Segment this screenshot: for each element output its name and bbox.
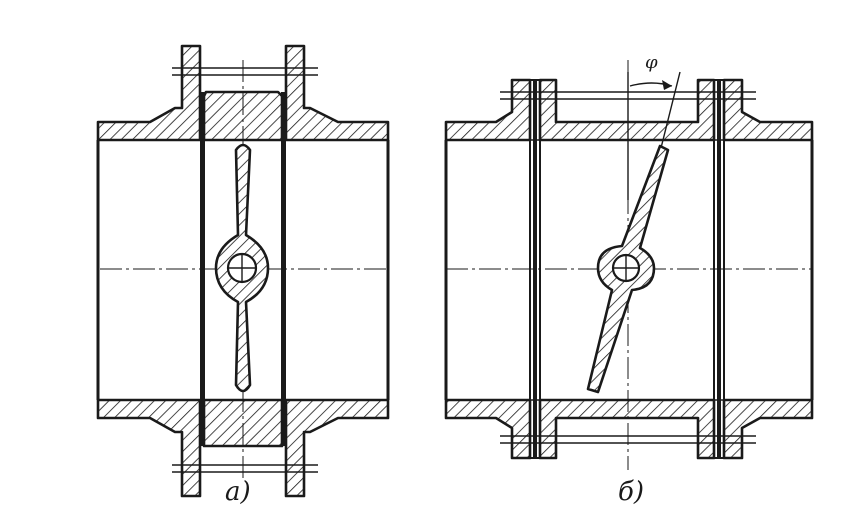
valve-body-bottom-b [538, 398, 716, 460]
damper-disc-a [214, 143, 270, 393]
pipe-wall-bottom-left-b [444, 398, 532, 460]
angle-phi-label: φ [645, 52, 658, 73]
pipe-wall-top-left-a [96, 44, 202, 142]
caption-b: б) [618, 477, 644, 507]
pipe-wall-top-right-b [722, 78, 814, 142]
pipe-wall-top-right-a [284, 44, 390, 142]
damper-disc-b [586, 144, 670, 394]
pipe-wall-top-left-b [444, 78, 532, 142]
figure-a: а) [96, 44, 390, 507]
valve-body-top-b [538, 78, 716, 142]
bolts-a [172, 67, 318, 473]
pipe-wall-bottom-left-a [96, 398, 202, 498]
pipe-wall-bottom-right-b [722, 398, 814, 460]
pipe-wall-bottom-right-a [284, 398, 390, 498]
figure-b: φ б) [444, 52, 814, 507]
caption-a: а) [225, 477, 251, 507]
